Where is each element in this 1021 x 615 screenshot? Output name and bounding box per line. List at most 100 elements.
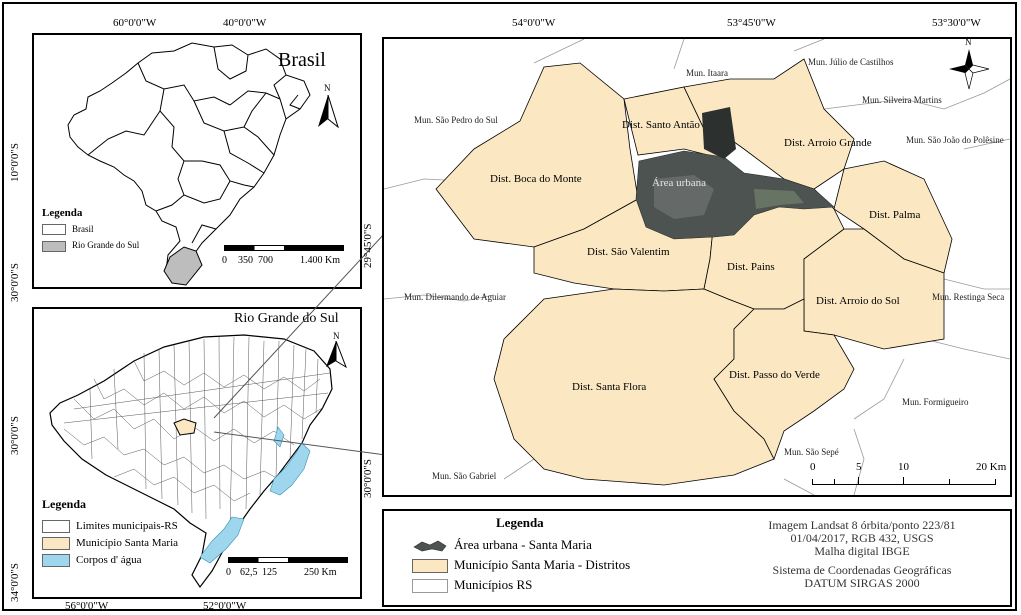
brazil-panel: Brasil N Legenda Brasil Rio Grande do Su… xyxy=(32,33,362,289)
swatch-districts xyxy=(412,559,448,574)
muni-label: Mun. Silveira Martins xyxy=(862,95,942,105)
rs-panel: Rio Grande do Sul N Legenda Limites muni… xyxy=(32,307,362,599)
muni-label: Mun. São João do Polêsine xyxy=(906,135,1004,145)
rs-water-mirim xyxy=(199,516,245,564)
district-label: Dist. Santa Flora xyxy=(572,381,647,393)
urban-area xyxy=(635,107,835,240)
muni-label: Mun. Restinga Seca xyxy=(932,292,1005,302)
muni-label: Mun. Dilermando de Aguiar xyxy=(404,292,506,302)
main-map xyxy=(384,39,1010,495)
main-coord-left-2: 30°0'0"S xyxy=(362,459,374,498)
legend-label: Rio Grande do Sul xyxy=(72,240,140,251)
rs-highlight xyxy=(163,246,203,286)
rs-coord-left-1: 30°0'0"S xyxy=(9,416,21,455)
district-label: Dist. Santo Antão xyxy=(622,119,700,131)
credit-line: DATUM SIRGAS 2000 xyxy=(804,576,920,590)
legend-label: Brasil xyxy=(72,224,94,234)
district-passo-do-verde xyxy=(713,298,855,461)
district-label: Área urbana xyxy=(652,177,707,189)
rs-scale-bar: 0 62,5 125 250 Km xyxy=(226,549,358,589)
rs-legend-item-limites: Limites municipais-RS xyxy=(42,520,178,533)
brazil-title: Brasil xyxy=(278,49,326,71)
rs-legend-item-santa-maria: Município Santa Maria xyxy=(42,537,178,550)
district-label: Dist. São Valentim xyxy=(587,246,670,258)
scale-label: 1.400 Km xyxy=(300,255,340,266)
main-coord-top-2: 53°45'0"W xyxy=(727,17,776,29)
north-arrow-icon xyxy=(318,95,339,129)
bottom-legend-item-districts: Município Santa Maria - Distritos xyxy=(412,557,631,574)
main-north-label: N xyxy=(965,37,972,47)
north-label: N xyxy=(324,83,331,93)
legend-label: Limites municipais-RS xyxy=(76,520,178,533)
rs-coord-bottom-1: 56°0'0"W xyxy=(65,600,109,612)
credit-line: 01/04/2017, RGB 432, USGS xyxy=(790,531,934,545)
scale-label: 700 xyxy=(258,255,273,266)
district-label: Dist. Boca do Monte xyxy=(490,173,582,185)
credit-line: Sistema de Coordenadas Geográficas xyxy=(772,563,952,577)
district-label: Dist. Palma xyxy=(869,209,921,221)
rs-legend-title: Legenda xyxy=(42,497,87,511)
scale-label: 0 xyxy=(226,567,231,578)
bottom-legend-item-urban: Área urbana - Santa Maria xyxy=(412,537,630,553)
bottom-legend-title: Legenda xyxy=(496,515,544,530)
scale-label: 350 xyxy=(238,255,253,266)
main-coord-left-1: 29°45'0"S xyxy=(362,223,374,269)
swatch-agua xyxy=(42,554,70,567)
main-map-panel: N Mun. Itaara Mun. Júlio de Castilhos Mu… xyxy=(382,37,1012,497)
main-scale-bar: 0 5 10 20 Km xyxy=(810,457,1008,493)
brazil-north-arrow: N xyxy=(316,83,340,129)
credit-line: Malha digital IBGE xyxy=(814,544,910,558)
scale-label: 5 xyxy=(856,461,862,473)
scale-label: 62,5 xyxy=(240,567,258,578)
brazil-legend-item-rs: Rio Grande do Sul xyxy=(42,240,140,252)
rs-coord-left-2: 34°0'0"S xyxy=(9,563,21,602)
rs-legend: Legenda Limites municipais-RS Município … xyxy=(42,497,178,567)
bottom-credits: Imagem Landsat 8 órbita/ponto 223/81 01/… xyxy=(732,519,992,590)
main-coord-top-3: 53°30'0"W xyxy=(932,17,981,29)
rs-legend-item-agua: Corpos d' água xyxy=(42,554,178,567)
rs-title: Rio Grande do Sul xyxy=(234,311,339,326)
scale-label: 0 xyxy=(810,461,816,473)
muni-label: Mun. Itaara xyxy=(686,68,728,78)
bottom-legend-panel: Legenda Área urbana - Santa Maria Municí… xyxy=(382,509,1012,607)
brazil-legend: Legenda Brasil Rio Grande do Sul xyxy=(42,207,139,252)
scale-label: 250 Km xyxy=(304,567,337,578)
muni-label: Mun. São Gabriel xyxy=(432,471,497,481)
muni-label: Mun. Formigueiro xyxy=(902,397,969,407)
legend-label: Municípios RS xyxy=(454,577,533,593)
swatch-rs xyxy=(42,240,66,252)
swatch-municipios xyxy=(412,579,448,594)
brazil-coord-left-2: 30°0'0"S xyxy=(9,263,21,302)
rs-coord-bottom-2: 52°0'0"W xyxy=(203,600,247,612)
scale-label: 20 Km xyxy=(976,461,1007,473)
rs-north-arrow: N xyxy=(324,331,348,371)
legend-label: Município Santa Maria xyxy=(76,537,179,550)
brazil-legend-title: Legenda xyxy=(42,207,83,219)
brazil-coord-top-1: 60°0'0"W xyxy=(113,17,157,29)
scale-label: 0 xyxy=(222,255,227,266)
district-label: Dist. Passo do Verde xyxy=(729,369,820,381)
muni-label: Mun. São Pedro do Sul xyxy=(414,115,498,125)
legend-label: Corpos d' água xyxy=(76,554,142,567)
brazil-scale-bar: 0 350 700 1.400 Km xyxy=(222,235,354,275)
legend-label: Município Santa Maria - Distritos xyxy=(454,557,631,573)
district-label: Dist. Pains xyxy=(727,261,775,273)
north-arrow-icon xyxy=(326,341,347,369)
main-coord-top-1: 54°0'0"W xyxy=(512,17,556,29)
north-label: N xyxy=(333,331,340,341)
district-label: Dist. Arroio do Sol xyxy=(816,295,900,307)
rs-santa-maria xyxy=(173,418,197,436)
bottom-legend: Legenda Área urbana - Santa Maria Municí… xyxy=(412,515,631,594)
district-boca-do-monte xyxy=(435,62,639,248)
muni-label: Mun. Júlio de Castilhos xyxy=(808,57,894,67)
brazil-coord-left-1: 10°0'0"S xyxy=(9,143,21,182)
legend-label: Área urbana - Santa Maria xyxy=(454,537,592,552)
muni-label: Mun. São Sepé xyxy=(784,447,839,457)
brazil-legend-item-brasil: Brasil xyxy=(42,224,139,236)
district-label: Dist. Arroio Grande xyxy=(784,137,872,149)
scale-label: 125 xyxy=(262,567,277,578)
urban-swatch-icon xyxy=(413,540,447,552)
bottom-legend-item-municipios: Municípios RS xyxy=(412,577,630,594)
swatch-brasil xyxy=(42,224,66,236)
